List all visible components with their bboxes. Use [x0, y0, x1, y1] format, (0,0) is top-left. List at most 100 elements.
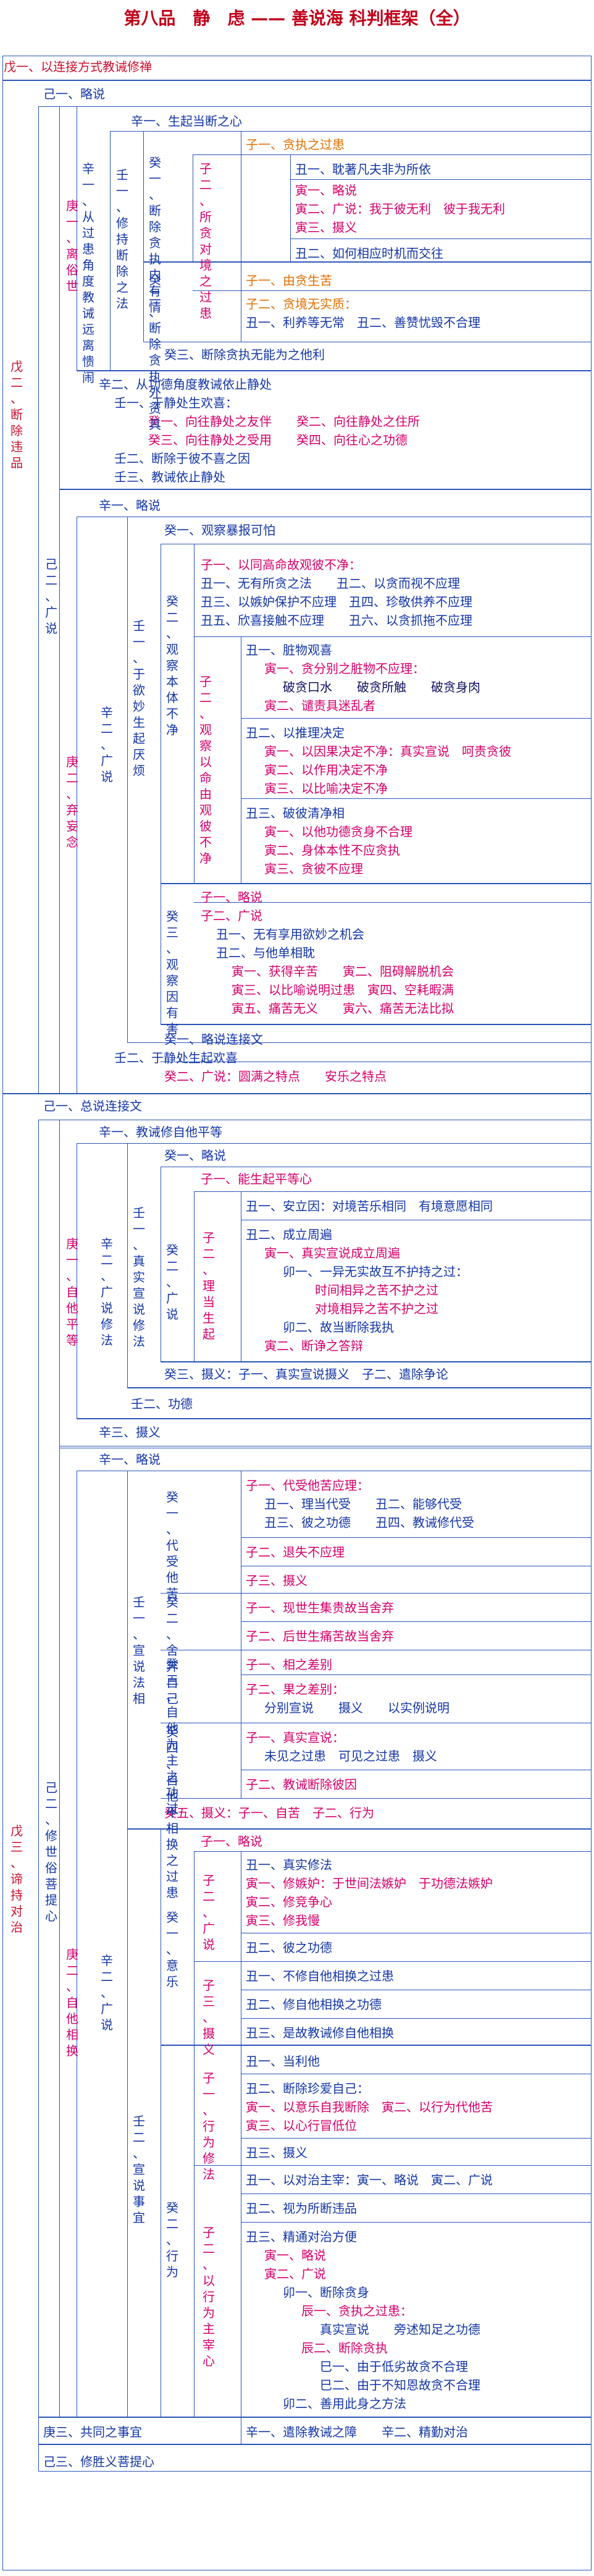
- section-wu1-frame: [2, 56, 592, 80]
- outline-node: 丑二、以推理决定: [246, 725, 345, 740]
- outline-node-vertical: 癸三、观察因有害: [166, 909, 178, 1036]
- outline-node: 丑一、安立因：对境苦乐相同 有境意愿相同: [246, 1199, 493, 1214]
- outline-node: 巳二、由于不知恩故贪不合理: [320, 2378, 480, 2392]
- outline-node: 寅三、以心行冒低位: [246, 2118, 357, 2133]
- outline-node: 辰一、贪执之过患：: [301, 2304, 412, 2318]
- outline-node: 癸三、向往静处之受用 癸四、向往心之功德: [148, 433, 408, 447]
- outline-node: 寅三、以比喻决定不净: [264, 781, 388, 796]
- outline-node: 寅一、真实宣说成立周遍: [264, 1246, 400, 1261]
- outline-node: 寅一、修嫉妒：于世间法嫉妒 于功德法嫉妒: [246, 1876, 493, 1891]
- outline-node-vertical: 子二、观察以命由观彼不净: [199, 674, 212, 866]
- outline-node: 辛二、从功德角度教诫依止静处: [99, 377, 272, 392]
- outline-node: 子二、贪境无实质：: [246, 297, 357, 311]
- outline-node: 丑二、视为所断违品: [246, 2201, 357, 2216]
- outline-node-vertical: 辛二、广说修法: [101, 1236, 113, 1348]
- outline-node-vertical: 癸二、广说: [166, 1243, 178, 1322]
- outline-node: 丑二、与他单相耽: [216, 945, 315, 960]
- outline-node-vertical: 戊二、断除违品: [10, 359, 23, 470]
- outline-node: 癸一、向往静处之友伴 癸二、向往静处之住所: [148, 414, 420, 429]
- outline-node: 子一、略说: [201, 890, 262, 905]
- outline-node: 丑三、彼之功德 丑四、教诫修代受: [264, 1515, 474, 1530]
- outline-node: 丑二、彼之功德: [246, 1940, 332, 1955]
- outline-node-vertical: 己二、广说: [45, 557, 57, 636]
- outline-node-vertical: 壬一、真实宣说修法: [133, 1206, 145, 1349]
- outline-node-vertical: 庚一、离俗世: [66, 198, 78, 293]
- outline-node: 子一、以同高命故观彼不净：: [201, 557, 361, 572]
- outline-node: 子二、广说: [201, 908, 262, 923]
- outline-node: 辛一、遣除教诫之障 辛二、精勤对治: [246, 2425, 468, 2439]
- outline-node: 卯一、断除贪身: [283, 2285, 369, 2300]
- outline-node: 未见之过患 可见之过患 摄义: [264, 1749, 437, 1763]
- outline-node: 辛一、略说: [99, 1452, 161, 1467]
- outline-node-vertical: 庚二、弃妄念: [66, 754, 78, 850]
- outline-node: 寅二、身体本性不应贪执: [264, 843, 400, 858]
- outline-node-vertical: 己二、修世俗菩提心: [45, 1780, 57, 1924]
- outline-node-vertical: 子二、所贪对境之过患: [199, 161, 212, 321]
- outline-node: 寅三、摄义: [295, 220, 357, 235]
- outline-node-vertical: 壬一、于欲妙生起厌烦: [133, 619, 145, 778]
- outline-node: 癸一、观察暴报可怕: [164, 523, 275, 538]
- outline-node: 癸一、略说: [164, 1148, 226, 1163]
- outline-node: 丑二、断除珍爱自己：: [246, 2081, 369, 2096]
- outline-node: 寅二、以作用决定不净: [264, 762, 388, 777]
- outline-node: 寅二、广说：我于彼无利 彼于我无利: [295, 201, 505, 216]
- outline-node-vertical: 子一、行为修法: [203, 2071, 215, 2182]
- outline-node: 分别宣说 摄义 以实例说明: [264, 1700, 450, 1715]
- outline-node: 丑一、真实修法: [246, 1857, 332, 1872]
- outline-node-vertical: 壬二、宣说事宜: [133, 2114, 145, 2225]
- outline-node: 寅一、以意乐自我断除 寅二、以行为代他苦: [246, 2100, 493, 2114]
- outline-node: 辛一、生起当断之心: [131, 114, 242, 129]
- outline-node: 对境相异之苦不护之过: [315, 1301, 438, 1316]
- outline-node: 辛三、摄义: [99, 1425, 161, 1440]
- outline-node: 丑一、耽著凡夫非为所依: [295, 162, 431, 177]
- outline-node: 寅二、广说: [264, 2266, 326, 2281]
- outline-node-vertical: 癸四、自他不相换之过患: [166, 1725, 178, 1900]
- outline-node: 壬二、断除于彼不喜之因: [114, 451, 250, 466]
- outline-node: 丑三、精通对治方便: [246, 2229, 357, 2244]
- outline-node-vertical: 癸二、观察本体不净: [166, 594, 178, 737]
- outline-node: 子二、后世生痛苦故当舍弃: [246, 1629, 394, 1644]
- outline-node: 巳一、由于低劣故贪不合理: [320, 2359, 468, 2374]
- outline-node-vertical: 癸二、舍弃自己: [166, 1595, 178, 1706]
- outline-node-vertical: 辛二、广说: [101, 705, 113, 784]
- outline-node: 寅一、贪分别之脏物不应理：: [264, 661, 425, 676]
- outline-node: 丑三、以嫉妒保护不应理 丑四、珍敬供养不应理: [201, 594, 472, 609]
- outline-node: 时间相异之苦不护之过: [315, 1283, 438, 1298]
- outline-node: 寅一、以他功德贪身不合理: [264, 824, 412, 839]
- outline-node: 寅一、以因果决定不净：真实宣说 呵责贪彼: [264, 744, 511, 759]
- ji3-frame: [38, 2444, 592, 2472]
- outline-node: 丑一、理当代受 丑二、能够代受: [264, 1497, 462, 1511]
- outline-node: 卯二、故当断除我执: [283, 1320, 394, 1335]
- outline-node: 辛一、略说: [99, 498, 161, 513]
- outline-node: 丑二、如何相应时机而交往: [295, 246, 443, 261]
- outline-node: 丑二、成立周遍: [246, 1227, 332, 1242]
- outline-node: 丑五、欣喜接触不应理 丑六、以贪抓拖不应理: [201, 613, 472, 628]
- outline-node: 丑三、破彼清净相: [246, 806, 345, 821]
- outline-node: 己三、修胜义菩提心: [43, 2454, 154, 2469]
- outline-node: 子一、贪执之过患: [246, 137, 345, 152]
- outline-node-vertical: 癸一、意乐: [166, 1910, 178, 1989]
- outline-node: 寅二、修竞争心: [246, 1894, 332, 1909]
- outline-node: 子一、代受他苦应理：: [246, 1478, 369, 1493]
- outline-node: 庚三、共同之事宜: [43, 2425, 142, 2439]
- outline-node: 辰二、断除贪执: [301, 2341, 388, 2355]
- outline-node: 癸三、断除贪执无能为之他利: [164, 347, 325, 362]
- outline-node: 子一、能生起平等心: [201, 1172, 312, 1186]
- gui2d-frame: [161, 2045, 592, 2417]
- outline-node: 丑一、脏物观喜: [246, 643, 332, 657]
- outline-node: 子二、教诫断除彼因: [246, 1777, 357, 1792]
- outline-node: 子三、摄义: [246, 1573, 307, 1588]
- outline-node-vertical: 子二、以行为主宰心: [203, 2225, 215, 2368]
- outline-node: 破贪口水 破贪所触 破贪身肉: [283, 680, 480, 695]
- outline-node: 寅三、贪彼不应理: [264, 861, 363, 876]
- outline-node: 寅二、断诤之答辩: [264, 1338, 363, 1353]
- outline-node: 己一、总说连接文: [43, 1099, 142, 1113]
- outline-node-vertical: 庚二、自他相换: [66, 1947, 78, 2058]
- outline-node-vertical: 子二、广说: [203, 1873, 215, 1952]
- outline-node: 子一、相之差别: [246, 1657, 332, 1672]
- outline-node: 壬三、教诫依止静处: [114, 470, 225, 484]
- outline-node-vertical: 庚一、自他平等: [66, 1236, 78, 1348]
- gui3b-frame: [161, 884, 592, 1024]
- outline-node: 壬一、于静处生欢喜：: [114, 395, 238, 410]
- outline-node-vertical: 壬一、修持断除之法: [116, 167, 128, 311]
